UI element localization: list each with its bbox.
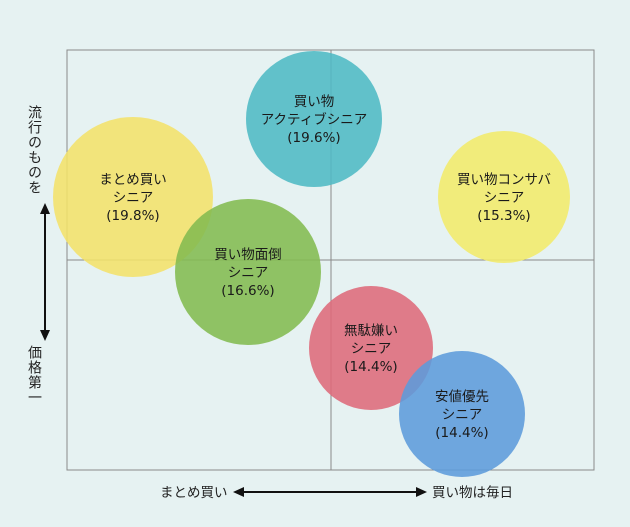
segment-anchi-label-line-2: シニア [442,407,483,423]
x-axis-arrow [233,487,427,497]
segment-mudagirai-label-line-2: シニア [351,341,392,357]
segment-anchi-label-line-1: 安値優先 [435,389,489,405]
segment-mudagirai-label-line-1: 無駄嫌い [344,323,398,339]
segment-mudagirai-bubble [309,286,433,410]
segment-active-label-line-2: アクティブシニア [261,111,368,128]
y-axis-arrow [40,203,50,341]
segment-matome-label-line-1: まとめ買い [99,172,167,188]
segment-matome-label-line-2: シニア [113,190,154,206]
x-axis-left-label: まとめ買い [160,485,228,501]
segment-mendou-bubble [175,199,321,345]
segment-anchi-percent: (14.4%) [435,425,488,441]
segment-bubbles: 買い物アクティブシニア(19.6%)まとめ買いシニア(19.8%)買い物面倒シニ… [53,51,570,477]
segment-consaba-bubble [438,131,570,263]
segment-mudagirai-percent: (14.4%) [344,359,397,375]
y-axis-top-label: 流行のものを [26,105,42,195]
segment-matome-bubble [53,117,213,277]
segment-matome-percent: (19.8%) [106,208,159,224]
segment-mendou-label-line-2: シニア [228,265,269,281]
segment-consaba-percent: (15.3%) [477,208,530,224]
segment-active-bubble [246,51,382,187]
segment-anchi-bubble [399,351,525,477]
segment-active-label-line-1: 買い物 [294,94,335,110]
segment-mendou-percent: (16.6%) [221,283,274,299]
segment-consaba-label-line-2: シニア [484,190,525,206]
segment-mendou-label-line-1: 買い物面倒 [214,247,282,263]
x-axis-right-label: 買い物は毎日 [432,485,513,501]
y-axis-bottom-label: 価格第一 [26,345,42,405]
segment-active-percent: (19.6%) [287,130,340,146]
segment-consaba-label-line-1: 買い物コンサバ [457,172,551,188]
